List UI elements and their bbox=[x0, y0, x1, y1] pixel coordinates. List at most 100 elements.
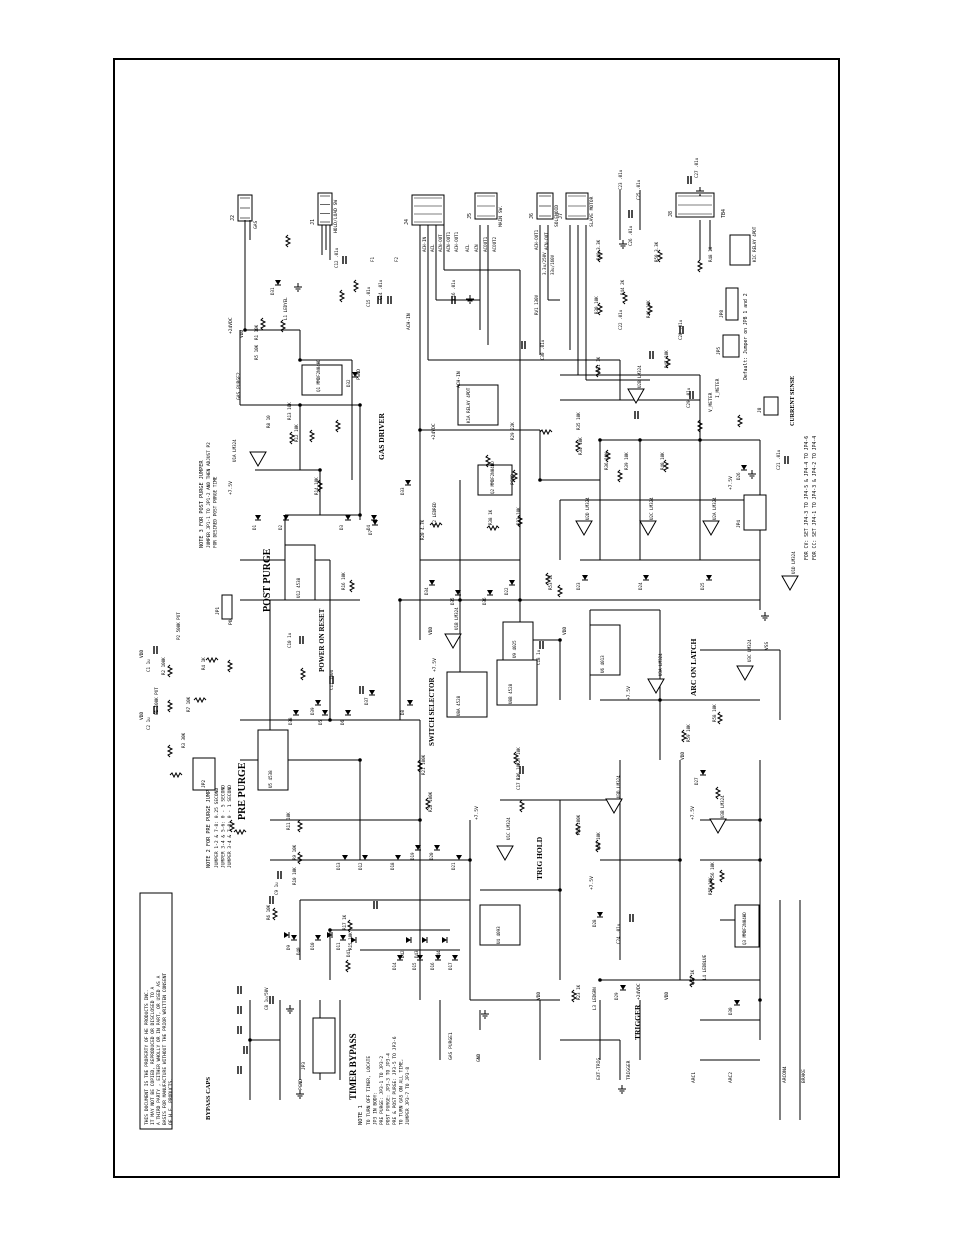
resistor-symbol bbox=[296, 819, 304, 833]
signal-label: VDD bbox=[139, 711, 145, 720]
resistor-symbol bbox=[708, 879, 716, 893]
signal-label: +7.5V bbox=[432, 658, 438, 672]
junction bbox=[358, 758, 362, 762]
resistor-symbol bbox=[279, 319, 287, 333]
diode-symbol bbox=[741, 465, 747, 470]
signal-label: VDD bbox=[562, 626, 568, 635]
diode-symbol bbox=[434, 845, 440, 850]
junction bbox=[558, 638, 562, 642]
diode-ref: D37 bbox=[364, 697, 369, 705]
connector-ref: JP5 bbox=[716, 347, 722, 355]
junction bbox=[518, 598, 522, 602]
power-on-reset-title: POWER ON RESET bbox=[318, 608, 326, 672]
component-label: R11 10K bbox=[286, 812, 291, 830]
component-label: R17 1K bbox=[342, 914, 347, 930]
diode-ref: D36 bbox=[482, 597, 487, 605]
signal-label: PGND bbox=[510, 474, 516, 485]
diode-ref: D24 bbox=[638, 582, 643, 590]
note1-line: JUMPER JP3-7 TO JP3-8 bbox=[405, 1067, 411, 1125]
diode-symbol bbox=[422, 937, 427, 943]
ic-u8a bbox=[446, 671, 488, 718]
resistor-symbol bbox=[228, 819, 236, 833]
diode-symbol bbox=[275, 280, 281, 285]
diode-ref: D28 bbox=[592, 919, 597, 927]
diode-ref: D34 bbox=[424, 587, 429, 595]
diode-ref: D31 bbox=[270, 287, 275, 295]
diode-symbol bbox=[345, 515, 351, 520]
component-label: L1 LEDYEL bbox=[283, 297, 288, 320]
relay-k1a bbox=[457, 384, 499, 426]
ic-label: U4 4093 bbox=[496, 926, 501, 944]
junction bbox=[758, 818, 762, 822]
component-label: R31 1K bbox=[596, 356, 601, 372]
diode-ref: D19 bbox=[410, 852, 415, 860]
jp8 bbox=[725, 287, 739, 321]
diode-ref: D9 bbox=[286, 944, 291, 950]
diode-ref: D4 bbox=[366, 524, 371, 530]
component-label: R34 10K bbox=[578, 437, 583, 455]
signal-label: +7.5V bbox=[589, 876, 595, 890]
ic-label: U2B LM324 bbox=[637, 365, 642, 388]
ic-label: U6 4013 bbox=[600, 655, 605, 673]
junction bbox=[298, 403, 302, 407]
resistor-symbol bbox=[662, 459, 670, 473]
note1-line: POST PURGE: JP3-3 TO JP3-4 bbox=[386, 1053, 392, 1125]
resistor-symbol bbox=[429, 521, 443, 529]
component-label: C2 1u bbox=[146, 717, 151, 730]
junction bbox=[758, 858, 762, 862]
jp4 bbox=[743, 494, 767, 531]
diode-symbol bbox=[352, 372, 358, 377]
ic-label: U8A 4528 bbox=[456, 695, 461, 716]
diode-symbol bbox=[582, 575, 588, 580]
component-label: R12 10K bbox=[294, 424, 299, 442]
signal-label: VDD bbox=[664, 991, 670, 1000]
tb4-title: TB4 bbox=[721, 209, 727, 218]
page-frame bbox=[113, 58, 840, 1178]
diode-symbol bbox=[369, 690, 375, 695]
note2-line: JUMPER 3-4 & 5-6: 0 - 5 SECOND bbox=[221, 785, 227, 868]
component-label: R15 10K bbox=[348, 932, 353, 950]
signal-label: +7.5V bbox=[626, 686, 632, 700]
connector-title: GAS bbox=[253, 220, 259, 229]
junction bbox=[398, 598, 402, 602]
diode-symbol bbox=[442, 937, 447, 943]
signal-label: GAS PURGE1 bbox=[448, 1032, 454, 1060]
ic-label: Q3 MMDF2N04HD bbox=[742, 912, 747, 945]
connector-title: SLAVE MOTOR bbox=[589, 196, 595, 227]
resistor-symbol bbox=[696, 419, 704, 433]
note3-line: JUMPER JP1-1 TO JP1-2 AND THEN ADJUST P2 bbox=[206, 442, 212, 548]
component-label: R23 1K bbox=[576, 984, 581, 1000]
resistor-symbol bbox=[205, 656, 219, 664]
connector-ref: J7 bbox=[558, 213, 564, 219]
component-label: R43 1K bbox=[690, 969, 695, 985]
component-label: R58 10K bbox=[712, 704, 717, 722]
junction bbox=[358, 513, 362, 517]
connector bbox=[317, 192, 333, 226]
connector-ref: J4 bbox=[404, 219, 410, 225]
note1-line: PRE PURGE: JP3-1 TO JP3-2 bbox=[379, 1056, 385, 1125]
component-label: R13 10K bbox=[287, 402, 292, 420]
resistor-symbol bbox=[288, 431, 296, 445]
component-label: C22 .01u bbox=[618, 309, 623, 330]
component-label: R36 10K bbox=[604, 452, 609, 470]
diode-symbol bbox=[406, 937, 411, 943]
diode-ref: D13 bbox=[336, 862, 341, 870]
component-label: C15 .01u bbox=[366, 286, 371, 307]
resistor-symbol bbox=[308, 429, 316, 443]
signal-label: VDD bbox=[239, 329, 245, 338]
connector-ref: J1 bbox=[310, 219, 316, 225]
diode-symbol bbox=[315, 935, 321, 940]
component-label: R2 100K bbox=[161, 657, 166, 675]
component-label: C30 .01u bbox=[540, 339, 545, 360]
ic-label: Q1 MMDF2N04HD bbox=[316, 359, 321, 392]
component-label: R1 10K bbox=[254, 324, 259, 340]
diode-ref: D5 bbox=[318, 719, 323, 725]
diode-ref: D43 bbox=[414, 950, 419, 958]
component-label: 3.3u/250V bbox=[542, 252, 547, 275]
resistor-symbol bbox=[338, 289, 346, 303]
ic-u9 bbox=[502, 621, 534, 661]
signal-label: ACH-IN bbox=[406, 313, 412, 330]
ic-label: U12 4538 bbox=[296, 577, 301, 598]
diode-symbol bbox=[327, 932, 332, 938]
component-label: R40 10K bbox=[660, 452, 665, 470]
